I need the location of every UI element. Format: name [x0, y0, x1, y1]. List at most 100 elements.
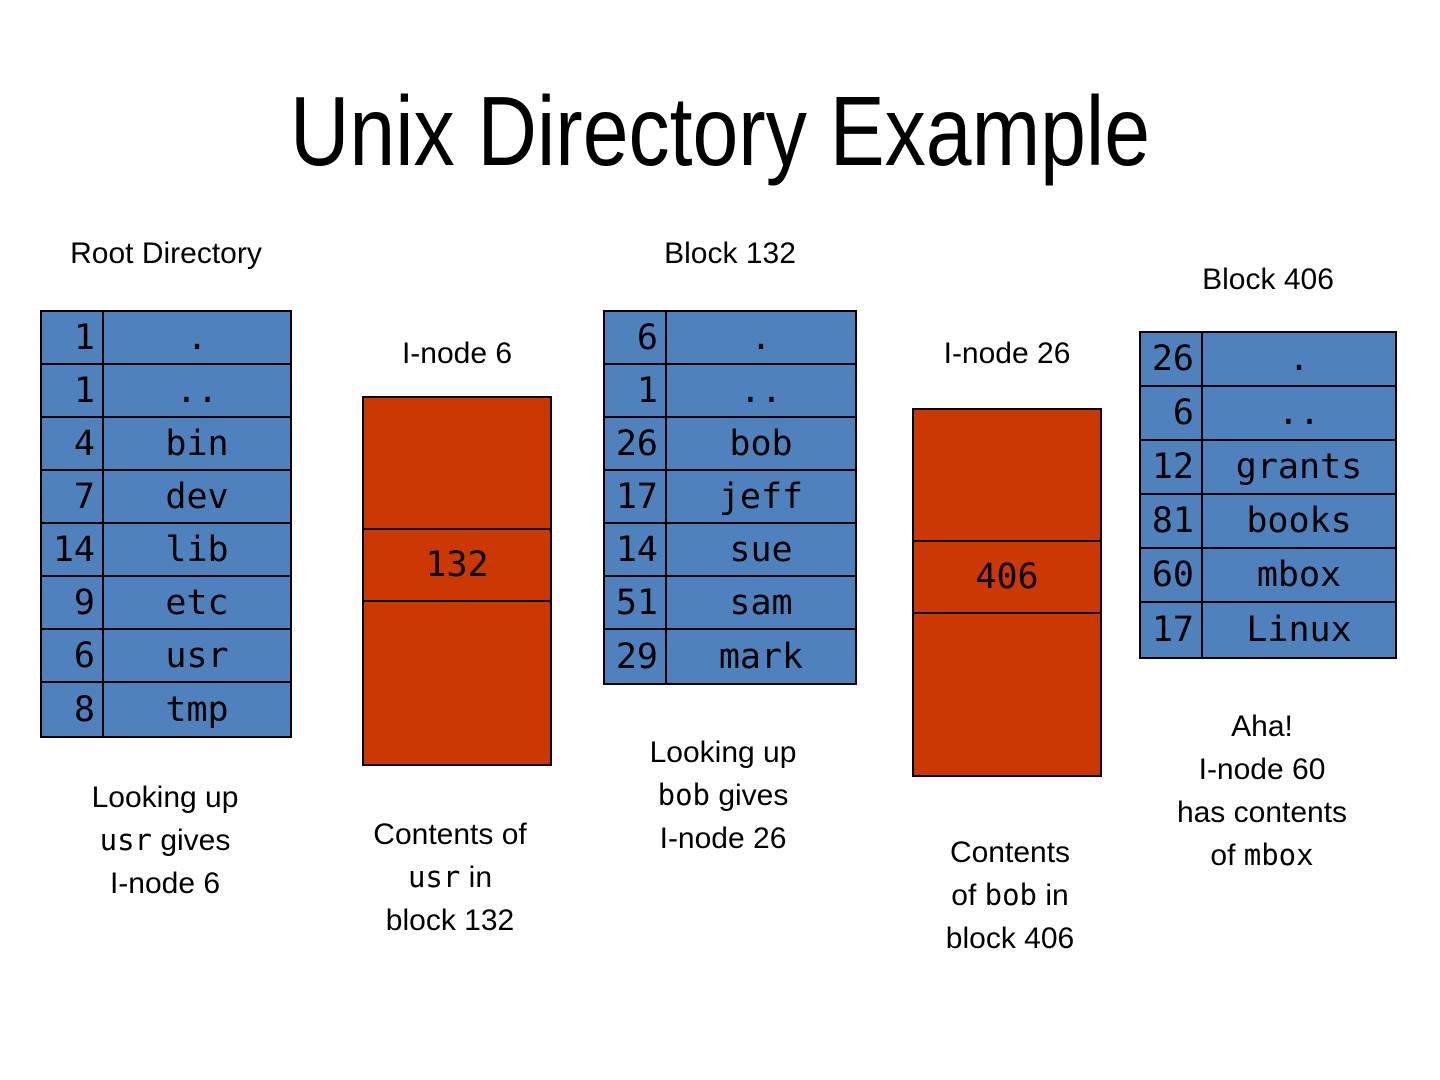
- caption-line: I-node 26: [588, 817, 858, 860]
- caption-mono-text: usr: [99, 823, 152, 857]
- entry-name-cell: tmp: [165, 689, 229, 730]
- inode-number-cell: 6: [42, 630, 104, 681]
- entry-name-cell: etc: [165, 582, 229, 623]
- directory-entry-row: 51 sam: [605, 577, 855, 630]
- inode-number-cell: 1: [605, 365, 667, 416]
- directory-entry-row: 6 ..: [1141, 387, 1395, 441]
- inode6-top-section: [364, 398, 550, 530]
- block406-table: 26 . 6 .. 12 grants 81 books 60 mbox 17 …: [1139, 331, 1397, 659]
- entry-name-cell: books: [1246, 501, 1352, 541]
- inode6-block: 132: [362, 396, 552, 766]
- caption-line: block 406: [875, 917, 1145, 960]
- directory-entry-row: 6 usr: [42, 630, 290, 683]
- caption-line: bob gives: [588, 774, 858, 817]
- inode-number-cell: 1: [42, 312, 104, 363]
- inode-number-cell: 12: [1141, 441, 1203, 493]
- entry-name-cell: sue: [729, 529, 793, 570]
- entry-name-cell: grants: [1235, 447, 1363, 487]
- inode-number-cell: 29: [605, 630, 667, 683]
- inode-number-cell: 7: [42, 471, 104, 522]
- caption-text: in: [1037, 879, 1069, 912]
- caption-line: Contents: [875, 831, 1145, 874]
- caption-text: block 406: [945, 922, 1075, 955]
- caption-inode6-contents: Contents of usr in block 132: [313, 813, 587, 942]
- caption-text: I-node 60: [1198, 753, 1326, 786]
- caption-text: in: [460, 861, 493, 894]
- caption-root-lookup: Looking up usr gives I-node 6: [20, 776, 310, 905]
- caption-block132-lookup: Looking up bob gives I-node 26: [588, 731, 858, 860]
- inode-number-cell: 14: [42, 524, 104, 575]
- directory-entry-row: 14 lib: [42, 524, 290, 577]
- inode26-label: I-node 26: [943, 337, 1071, 370]
- inode-number-cell: 26: [605, 418, 667, 469]
- directory-entry-row: 26 .: [1141, 333, 1395, 387]
- entry-name-cell: .: [1288, 339, 1310, 379]
- inode6-label: I-node 6: [401, 337, 513, 370]
- block406-label: Block 406: [1202, 263, 1334, 296]
- directory-entry-row: 60 mbox: [1141, 549, 1395, 603]
- inode26-block: 406: [912, 408, 1102, 777]
- directory-entry-row: 1 ..: [605, 365, 855, 418]
- caption-line: I-node 60: [1128, 748, 1396, 791]
- inode-number-cell: 17: [1141, 603, 1203, 657]
- entry-name-cell: jeff: [718, 476, 804, 517]
- caption-inode26-contents: Contents of bob in block 406: [875, 831, 1145, 960]
- caption-line: Looking up: [588, 731, 858, 774]
- entry-name-cell: dev: [165, 476, 229, 517]
- directory-entry-row: 12 grants: [1141, 441, 1395, 495]
- entry-name-cell: bob: [729, 423, 793, 464]
- inode-number-cell: 60: [1141, 549, 1203, 601]
- inode-number-cell: 6: [605, 312, 667, 363]
- caption-line: usr in: [313, 856, 587, 899]
- inode-number-cell: 1: [42, 365, 104, 416]
- caption-line: Looking up: [20, 776, 310, 819]
- inode-number-cell: 26: [1141, 333, 1203, 385]
- inode-number-cell: 6: [1141, 387, 1203, 439]
- entry-name-cell: .: [750, 317, 772, 358]
- caption-line: has contents: [1128, 791, 1396, 834]
- caption-mono-text: bob: [984, 878, 1038, 912]
- entry-name-cell: mbox: [1256, 555, 1342, 595]
- inode-number-cell: 14: [605, 524, 667, 575]
- caption-text: of: [951, 879, 985, 912]
- entry-name-cell: bin: [165, 423, 229, 464]
- caption-line: of mbox: [1128, 834, 1396, 877]
- entry-name-cell: .: [186, 317, 208, 358]
- inode-number-cell: 51: [605, 577, 667, 628]
- caption-text: I-node 26: [659, 822, 787, 855]
- inode26-block-pointer: 406: [914, 542, 1100, 614]
- inode-number-cell: 17: [605, 471, 667, 522]
- directory-entry-row: 1 .: [42, 312, 290, 365]
- caption-text: I-node 6: [109, 867, 221, 900]
- caption-mono-text: usr: [407, 860, 461, 894]
- directory-entry-row: 4 bin: [42, 418, 290, 471]
- directory-entry-row: 14 sue: [605, 524, 855, 577]
- page-title: Unix Directory Example: [289, 76, 1151, 186]
- inode6-bottom-section: [364, 602, 550, 764]
- inode-number-cell: 9: [42, 577, 104, 628]
- caption-text: of: [1210, 839, 1244, 872]
- entry-name-cell: usr: [165, 635, 229, 676]
- caption-text: Contents: [949, 836, 1071, 869]
- caption-text: Looking up: [91, 781, 239, 814]
- directory-entry-row: 8 tmp: [42, 683, 290, 736]
- block132-label: Block 132: [664, 237, 796, 270]
- caption-text: Aha!: [1231, 710, 1293, 743]
- inode-number-cell: 8: [42, 683, 104, 736]
- entry-name-cell: sam: [729, 582, 793, 623]
- caption-line: of bob in: [875, 874, 1145, 917]
- inode26-top-section: [914, 410, 1100, 542]
- root-directory-table: 1 . 1 .. 4 bin 7 dev 14 lib 9 etc 6 usr …: [40, 310, 292, 738]
- caption-line: usr gives: [20, 819, 310, 862]
- caption-line: I-node 6: [20, 862, 310, 905]
- directory-entry-row: 17 jeff: [605, 471, 855, 524]
- caption-mono-text: bob: [657, 778, 710, 812]
- entry-name-cell: ..: [1277, 393, 1321, 433]
- caption-text: Contents of: [373, 818, 527, 851]
- root-directory-label: Root Directory: [70, 237, 262, 270]
- caption-text: has contents: [1176, 796, 1348, 829]
- directory-entry-row: 26 bob: [605, 418, 855, 471]
- entry-name-cell: mark: [718, 636, 804, 677]
- caption-line: block 132: [313, 899, 587, 942]
- caption-text: gives: [152, 824, 231, 857]
